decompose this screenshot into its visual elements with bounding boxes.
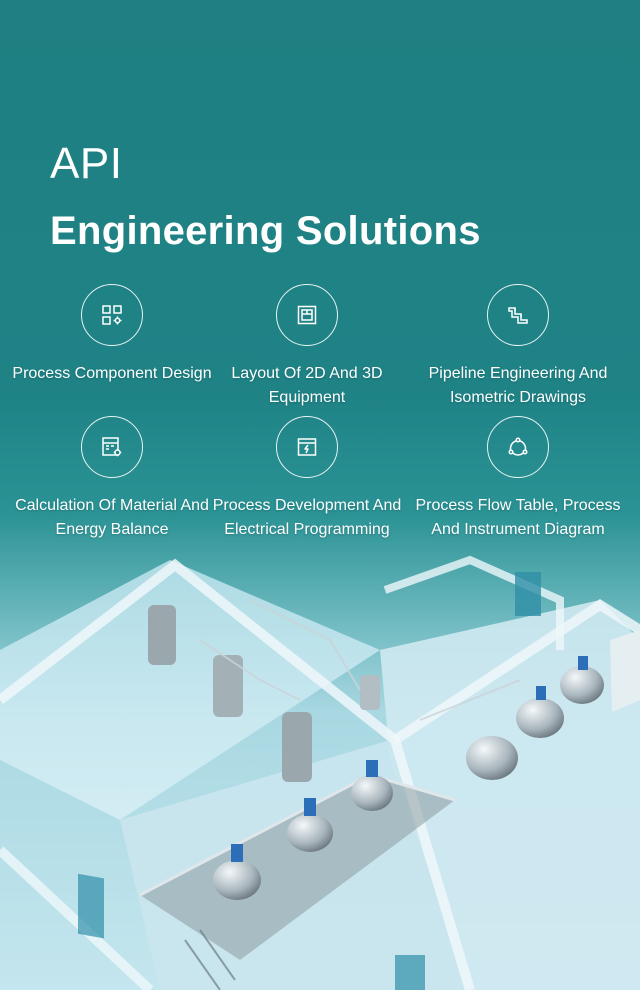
feature-label: Calculation Of Material And Energy Balan… [15, 497, 209, 538]
electric-panel-icon [276, 416, 338, 478]
headline-line-2: Engineering Solutions [50, 209, 481, 253]
feature-label: Pipeline Engineering And Isometric Drawi… [428, 365, 608, 406]
feature-material-energy-balance: Calculation Of Material And Energy Balan… [5, 416, 219, 542]
layout-frame-icon [276, 284, 338, 346]
feature-label: Process Component Design [12, 365, 212, 382]
headline-line-1: API [50, 139, 123, 188]
feature-process-flow-table: Process Flow Table, Process And Instrume… [411, 416, 625, 542]
feature-process-component-design: Process Component Design [5, 284, 219, 386]
feature-label: Process Flow Table, Process And Instrume… [415, 497, 621, 538]
pipe-icon [487, 284, 549, 346]
feature-label: Layout Of 2D And 3D Equipment [231, 365, 383, 406]
feature-label: Process Development And Electrical Progr… [212, 497, 402, 538]
calculator-gear-icon [81, 416, 143, 478]
grid-gear-icon [81, 284, 143, 346]
feature-pipeline-engineering: Pipeline Engineering And Isometric Drawi… [411, 284, 625, 410]
headline: API Engineering Solutions [50, 140, 481, 254]
feature-electrical-programming: Process Development And Electrical Progr… [200, 416, 414, 542]
feature-layout-2d-3d: Layout Of 2D And 3D Equipment [200, 284, 414, 410]
flow-cycle-icon [487, 416, 549, 478]
